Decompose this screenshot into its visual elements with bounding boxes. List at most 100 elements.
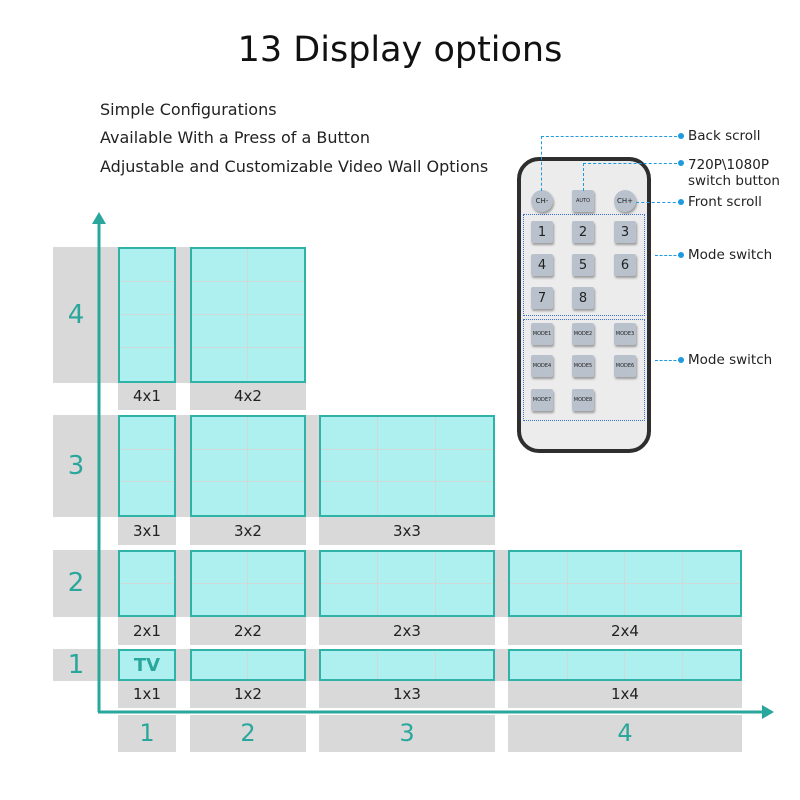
remote-button-1[interactable]: 1 — [531, 221, 553, 243]
callout-mode-switch: Mode switch — [688, 352, 773, 368]
callout-front-scroll: Front scroll — [688, 194, 762, 210]
layout-label: 4x1 — [118, 383, 176, 410]
callout-back-scroll: Back scroll — [688, 128, 761, 144]
remote-button-mode4[interactable]: MODE4 — [531, 355, 553, 377]
layout-label: 3x1 — [118, 517, 176, 545]
layout-tile-1x4[interactable] — [508, 649, 742, 681]
layout-label: 2x3 — [319, 617, 495, 645]
screen-cell — [248, 282, 304, 315]
remote-button-mode1[interactable]: MODE1 — [531, 323, 553, 345]
screen-cell — [120, 450, 174, 483]
screen-cell — [321, 449, 379, 483]
callout-line — [636, 202, 681, 203]
row-number: 2 — [67, 568, 85, 598]
screen-cell — [120, 282, 174, 315]
layout-label: 1x4 — [508, 681, 742, 708]
screen-cell — [321, 552, 379, 584]
layout-tile-3x2[interactable] — [190, 415, 306, 517]
page-title: 13 Display options — [237, 30, 563, 70]
screen-cell — [378, 552, 436, 584]
remote-button-6[interactable]: 6 — [614, 254, 636, 276]
remote-button-mode6[interactable]: MODE6 — [614, 355, 636, 377]
callout-mode-switch: Mode switch — [688, 247, 773, 263]
layout-label: 2x2 — [190, 617, 306, 645]
screen-cell — [192, 249, 248, 282]
screen-cell — [192, 282, 248, 315]
remote-button-chminus[interactable]: CH- — [531, 190, 553, 212]
layout-tile-1x3[interactable] — [319, 649, 495, 681]
remote-button-3[interactable]: 3 — [614, 221, 636, 243]
callout-line — [583, 163, 682, 191]
screen-cell — [435, 417, 493, 450]
callout-line — [655, 255, 681, 256]
feature-line: Available With a Press of a Button — [100, 128, 370, 147]
tv-label: TV — [133, 654, 161, 676]
screen-cell — [510, 651, 568, 679]
layout-tile-2x1[interactable] — [118, 550, 176, 617]
mode-buttons-group — [523, 319, 645, 421]
screen-cell — [378, 482, 436, 515]
layout-tile-4x1[interactable] — [118, 247, 176, 383]
remote-button-auto[interactable]: AUTO — [572, 190, 594, 212]
layout-tile-1x2[interactable] — [190, 649, 306, 681]
layout-tile-2x2[interactable] — [190, 550, 306, 617]
screen-cell — [120, 552, 174, 584]
layout-tile-2x3[interactable] — [319, 550, 495, 617]
remote-button-mode3[interactable]: MODE3 — [614, 323, 636, 345]
layout-tile-2x4[interactable] — [508, 550, 742, 617]
row-number: 4 — [67, 300, 85, 330]
screen-cell — [192, 315, 248, 348]
screen-cell — [321, 651, 379, 679]
remote-button-mode7[interactable]: MODE7 — [531, 389, 553, 411]
screen-cell — [378, 583, 436, 615]
remote-button-mode2[interactable]: MODE2 — [572, 323, 594, 345]
layout-label: 1x3 — [319, 681, 495, 708]
callout-line — [541, 136, 682, 191]
screen-cell — [120, 315, 174, 348]
remote-button-7[interactable]: 7 — [531, 287, 553, 309]
feature-line: Simple Configurations — [100, 100, 277, 119]
screen-cell — [625, 583, 683, 615]
screen-cell — [435, 552, 493, 584]
number-buttons-group — [523, 214, 645, 316]
screen-cell — [510, 583, 568, 615]
column-number: 4 — [508, 715, 742, 752]
layout-label: 4x2 — [190, 383, 306, 410]
layout-tile-3x1[interactable] — [118, 415, 176, 517]
screen-cell — [192, 417, 248, 450]
y-axis-arrow-icon — [92, 212, 106, 224]
screen-cell — [248, 417, 304, 450]
column-number: 2 — [190, 715, 306, 752]
screen-cell — [568, 651, 625, 679]
feature-line: Adjustable and Customizable Video Wall O… — [100, 157, 489, 176]
screen-cell — [435, 450, 493, 483]
remote-button-2[interactable]: 2 — [572, 221, 594, 243]
remote-button-chplus[interactable]: CH+ — [614, 190, 636, 212]
screen-cell — [567, 552, 625, 584]
remote-button-8[interactable]: 8 — [572, 287, 594, 309]
remote-button-4[interactable]: 4 — [531, 254, 553, 276]
screen-cell — [248, 552, 304, 584]
screen-cell — [192, 583, 248, 615]
screen-cell — [192, 482, 248, 515]
layout-tile-4x2[interactable] — [190, 247, 306, 383]
remote-button-mode5[interactable]: MODE5 — [572, 355, 594, 377]
screen-cell — [248, 315, 304, 348]
screen-cell — [378, 449, 436, 483]
layout-label: 3x3 — [319, 517, 495, 545]
layout-tile-3x3[interactable] — [319, 415, 495, 517]
screen-cell — [321, 583, 379, 615]
layout-label: 2x1 — [118, 617, 176, 645]
callout-dot-icon — [678, 357, 684, 363]
layout-label: 2x4 — [508, 617, 742, 645]
remote-button-mode8[interactable]: MODE8 — [572, 389, 594, 411]
layout-tile-1x1[interactable]: TV — [118, 649, 176, 681]
screen-cell — [120, 417, 174, 450]
screen-cell — [378, 417, 436, 450]
remote-button-5[interactable]: 5 — [572, 254, 594, 276]
screen-cell — [682, 552, 740, 584]
callout-dot-icon — [678, 160, 684, 166]
column-number: 1 — [118, 715, 176, 752]
screen-cell — [248, 249, 304, 282]
